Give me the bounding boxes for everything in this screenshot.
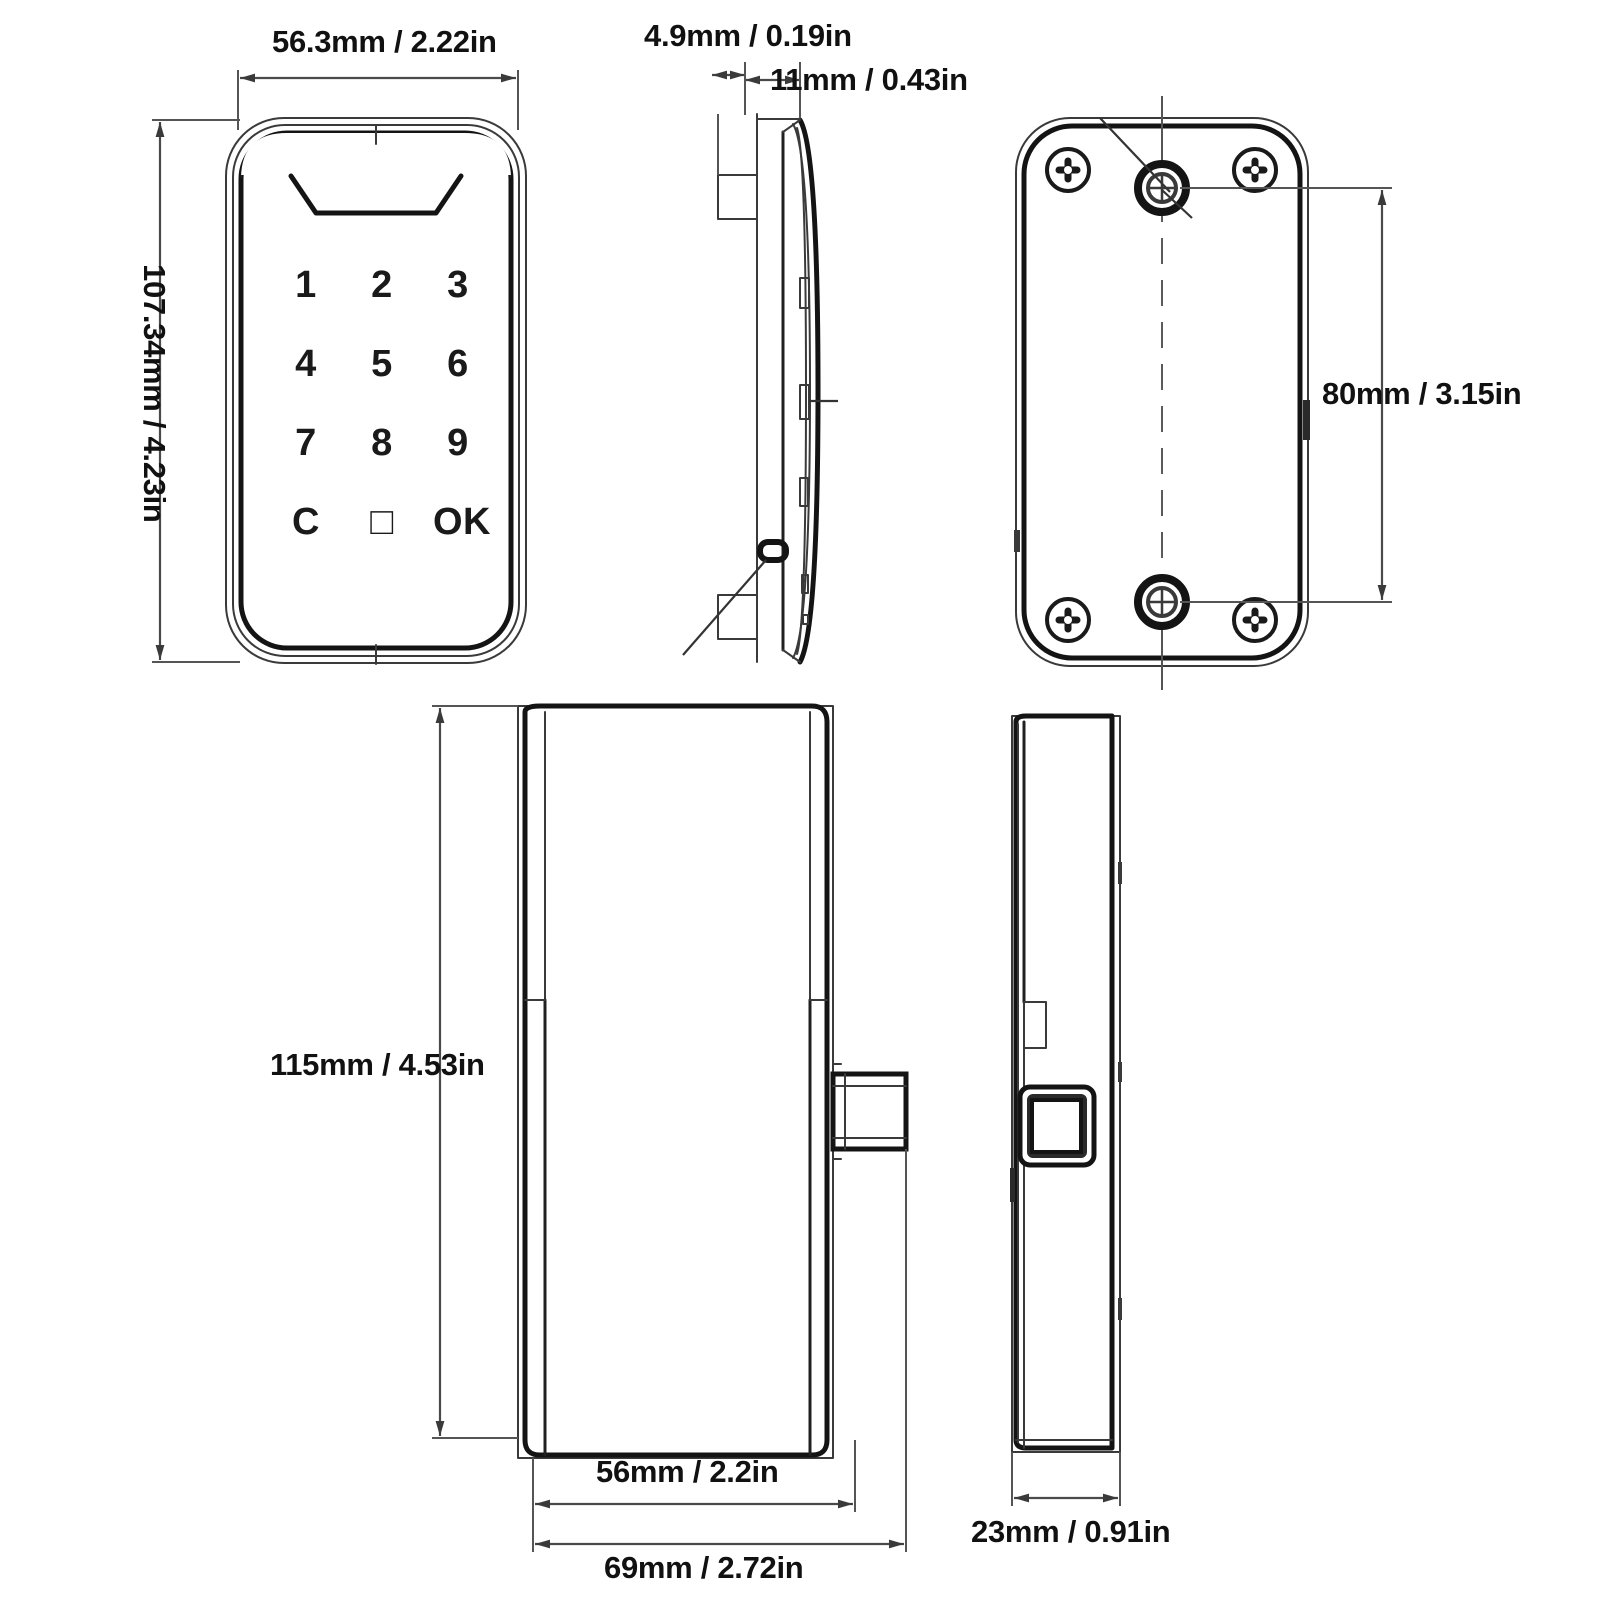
bolt-aperture-inner xyxy=(1030,1098,1083,1154)
key-8[interactable]: 8 xyxy=(371,422,393,464)
back-side-nub-left xyxy=(1014,530,1020,552)
edge-nub-right-bottom xyxy=(1118,1298,1122,1320)
edge-left-tab xyxy=(1023,1001,1047,1049)
key-1[interactable]: 1 xyxy=(295,264,317,306)
key-6[interactable]: 6 xyxy=(447,343,469,385)
body-height-label: 115mm / 4.53in xyxy=(270,1047,485,1082)
edge-shell-inner xyxy=(1013,713,1115,1451)
center-hole-leader-out xyxy=(1161,189,1193,219)
front-height-label: 107.34mm / 4.23in xyxy=(137,264,172,523)
side-outer-curve xyxy=(797,117,821,665)
usb-port-leader xyxy=(682,559,767,656)
edge-nub-right-mid xyxy=(1118,1062,1122,1082)
corner-screw-top-left xyxy=(1045,147,1091,193)
key-2[interactable]: 2 xyxy=(371,264,393,306)
key-3[interactable]: 3 xyxy=(447,264,469,306)
side-cap-joins xyxy=(782,119,801,663)
side-slot-5 xyxy=(802,614,809,625)
bolt-aperture xyxy=(1017,1084,1097,1168)
view-body: 115mm / 4.53in 56mm / 2.2in 69mm / 2.72i… xyxy=(270,703,909,1585)
key-lock[interactable]: □ xyxy=(370,501,393,543)
key-9[interactable]: 9 xyxy=(447,422,469,464)
key-5[interactable]: 5 xyxy=(371,343,393,385)
edge-nub-left xyxy=(1010,1168,1015,1202)
edge-nub-right-top xyxy=(1118,862,1122,884)
view-back: 80mm / 3.15in xyxy=(1014,96,1522,690)
front-notch-fill xyxy=(241,133,511,212)
latch-bolt xyxy=(830,1063,909,1160)
key-ok[interactable]: OK xyxy=(433,501,491,543)
body-shell-inner xyxy=(522,703,830,1458)
front-width-label: 56.3mm / 2.22in xyxy=(272,24,497,59)
corner-screw-bottom-right xyxy=(1232,597,1278,643)
back-side-nub-right xyxy=(1303,400,1310,440)
side-outer-curve-3 xyxy=(796,127,807,655)
front-keypad[interactable]: 1 2 3 4 5 6 7 8 9 C □ OK xyxy=(292,264,491,543)
view-side: 4.9mm / 0.19in 11mm / 0.43in xyxy=(644,18,968,665)
center-hole-leader-in xyxy=(1099,117,1171,193)
edge-depth-label: 23mm / 0.91in xyxy=(971,1514,1170,1549)
side-mount-tab-bottom xyxy=(717,594,758,640)
body-total-width-label: 69mm / 2.72in xyxy=(604,1550,803,1585)
side-slot-4 xyxy=(801,574,809,594)
center-hole-bottom xyxy=(1134,574,1190,630)
key-4[interactable]: 4 xyxy=(295,343,317,385)
front-top-notch xyxy=(288,173,464,216)
corner-screw-top-right xyxy=(1232,147,1278,193)
body-width-label: 56mm / 2.2in xyxy=(596,1454,779,1489)
side-slot-3 xyxy=(799,477,809,507)
side-slot-1 xyxy=(799,277,810,309)
side-depth-label: 11mm / 0.43in xyxy=(770,62,968,97)
back-hole-spacing-label: 80mm / 3.15in xyxy=(1322,376,1521,411)
key-clear[interactable]: C xyxy=(292,501,320,543)
usb-port-outline xyxy=(757,539,789,563)
usb-port-icon xyxy=(757,539,789,563)
corner-screw-bottom-left xyxy=(1045,597,1091,643)
key-7[interactable]: 7 xyxy=(295,422,317,464)
view-edge: 23mm / 0.91in xyxy=(971,713,1171,1549)
usb-port-slot xyxy=(768,548,780,554)
side-thickness-label: 4.9mm / 0.19in xyxy=(644,18,852,53)
view-front: 1 2 3 4 5 6 7 8 9 C □ OK 56.3mm / 2.22in… xyxy=(137,24,527,665)
